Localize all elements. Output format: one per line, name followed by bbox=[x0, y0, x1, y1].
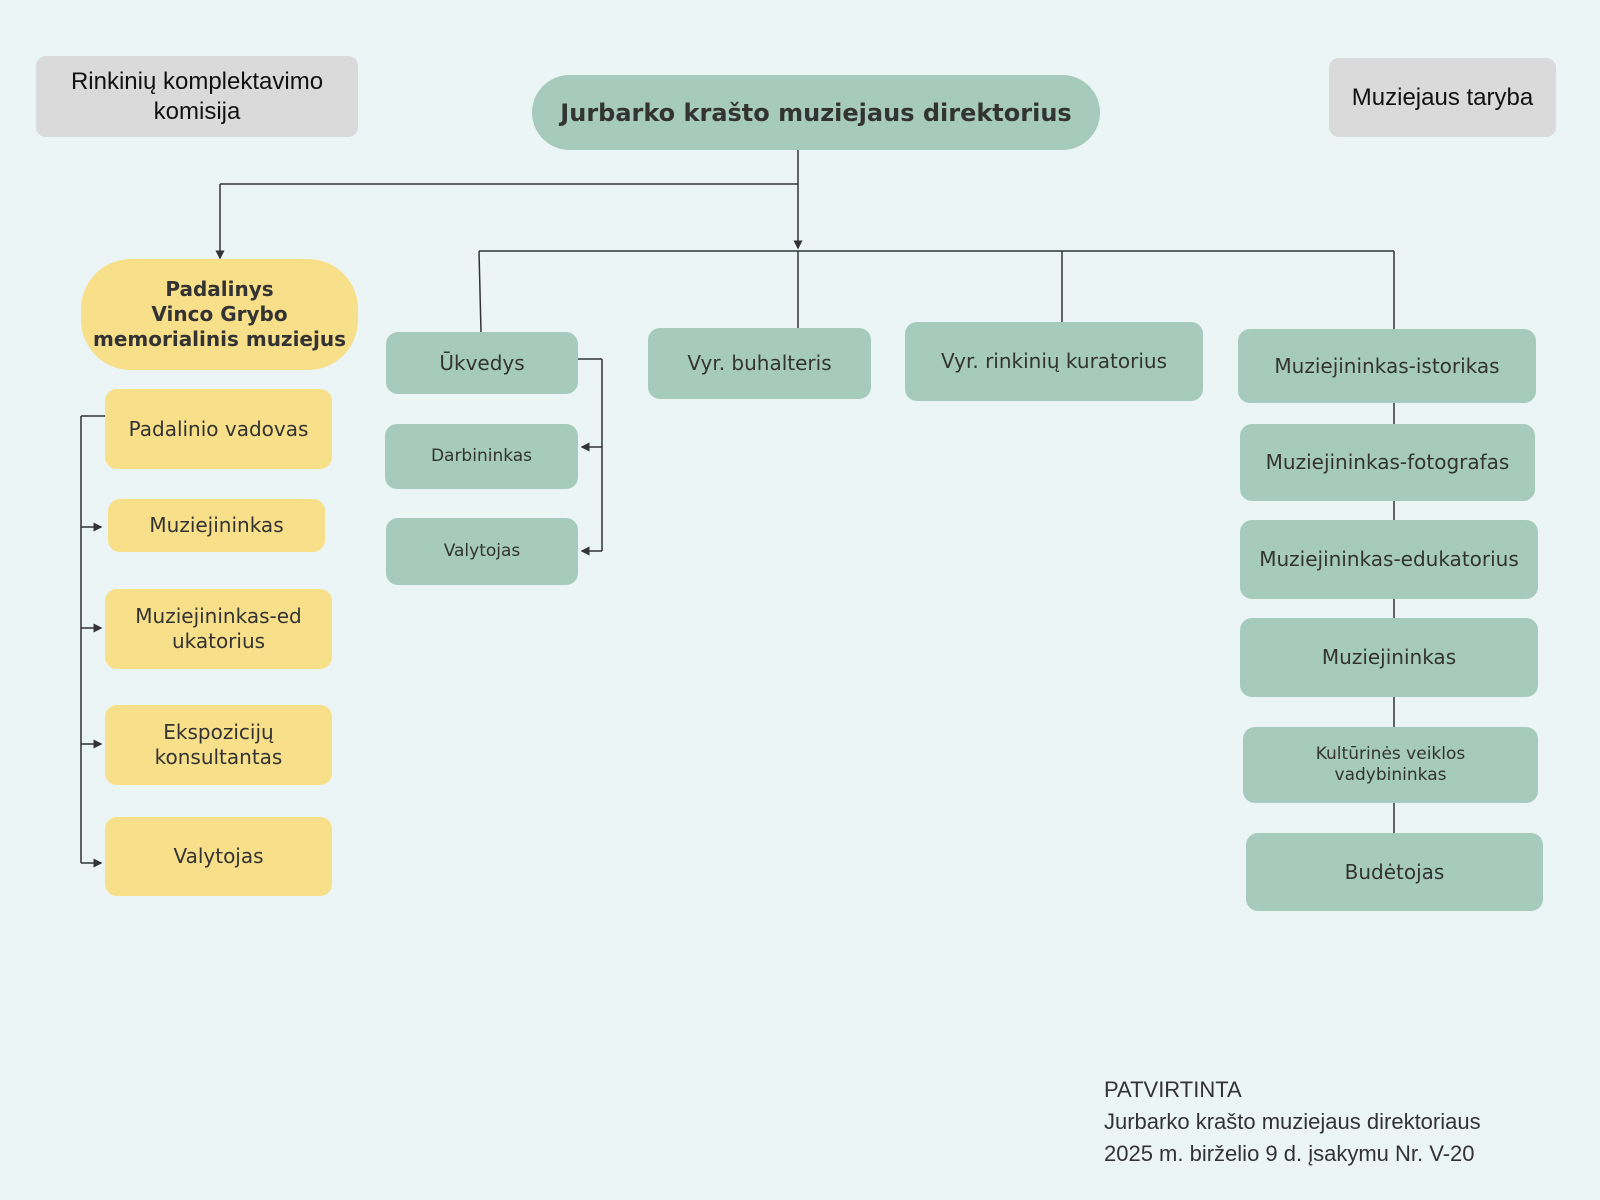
collection-commission-label: Rinkinių komplektavimo komisija bbox=[70, 67, 324, 125]
museum-council-box: Muziejaus taryba bbox=[1329, 58, 1556, 137]
worker-box: Darbininkas bbox=[385, 424, 578, 489]
branch-museum-box: Padalinys Vinco Grybo memorialinis muzie… bbox=[81, 259, 358, 370]
branch-title-line2: Vinco Grybo bbox=[151, 302, 288, 326]
household-cleaner-box: Valytojas bbox=[386, 518, 578, 585]
chief-accountant-box: Vyr. buhalteris bbox=[648, 328, 871, 399]
branch-head-box: Padalinio vadovas bbox=[105, 389, 332, 469]
branch-title-line1: Padalinys bbox=[165, 277, 274, 301]
chief-curator-box: Vyr. rinkinių kuratorius bbox=[905, 322, 1203, 401]
attendant-label: Budėtojas bbox=[1344, 859, 1445, 884]
household-cleaner-label: Valytojas bbox=[443, 540, 521, 561]
director-label: Jurbarko krašto muziejaus direktorius bbox=[560, 98, 1072, 127]
approval-order: 2025 m. birželio 9 d. įsakymu Nr. V-20 bbox=[1104, 1141, 1475, 1166]
cultural-manager-label: Kultūrinės veiklos vadybininkas bbox=[1315, 743, 1466, 785]
museologist-label: Muziejininkas bbox=[1321, 645, 1457, 669]
branch-museologist-label: Muziejininkas bbox=[149, 513, 284, 537]
educator-box: Muziejininkas-edukatorius bbox=[1240, 520, 1538, 599]
director-box: Jurbarko krašto muziejaus direktorius bbox=[532, 75, 1100, 150]
chief-curator-label: Vyr. rinkinių kuratorius bbox=[940, 349, 1167, 373]
branch-museologist-box: Muziejininkas bbox=[108, 499, 325, 552]
branch-head-label: Padalinio vadovas bbox=[128, 416, 309, 441]
branch-educator-box: Muziejininkas-edukatorius bbox=[105, 589, 332, 669]
photographer-label: Muziejininkas-fotografas bbox=[1265, 450, 1510, 474]
worker-label: Darbininkas bbox=[430, 445, 533, 466]
branch-title-line3: memorialinis muziejus bbox=[92, 327, 346, 351]
branch-cleaner-box: Valytojas bbox=[105, 817, 332, 896]
historian-label: Muziejininkas-istorikas bbox=[1274, 353, 1500, 378]
cultural-manager-box: Kultūrinės veiklos vadybininkas bbox=[1243, 727, 1538, 803]
attendant-box: Budėtojas bbox=[1246, 833, 1543, 911]
branch-cleaner-label: Valytojas bbox=[173, 844, 264, 868]
approval-issuer: Jurbarko krašto muziejaus direktoriaus bbox=[1104, 1109, 1481, 1134]
branch-exposition-consultant-box: Ekspozicijų konsultantas bbox=[105, 705, 332, 785]
museum-council-label: Muziejaus taryba bbox=[1351, 83, 1534, 111]
approval-note: PATVIRTINTA Jurbarko krašto muziejaus di… bbox=[1104, 1074, 1481, 1170]
branch-exposition-consultant-label: Ekspozicijų konsultantas bbox=[154, 720, 283, 769]
household-manager-box: Ūkvedys bbox=[386, 332, 578, 394]
collection-commission-box: Rinkinių komplektavimo komisija bbox=[36, 56, 358, 137]
branch-educator-label: Muziejininkas-edukatorius bbox=[135, 604, 302, 653]
approval-title: PATVIRTINTA bbox=[1104, 1077, 1242, 1102]
photographer-box: Muziejininkas-fotografas bbox=[1240, 424, 1535, 501]
historian-box: Muziejininkas-istorikas bbox=[1238, 329, 1536, 403]
museologist-box: Muziejininkas bbox=[1240, 618, 1538, 697]
household-manager-label: Ūkvedys bbox=[439, 350, 525, 375]
chief-accountant-label: Vyr. buhalteris bbox=[687, 351, 832, 375]
educator-label: Muziejininkas-edukatorius bbox=[1259, 547, 1519, 571]
